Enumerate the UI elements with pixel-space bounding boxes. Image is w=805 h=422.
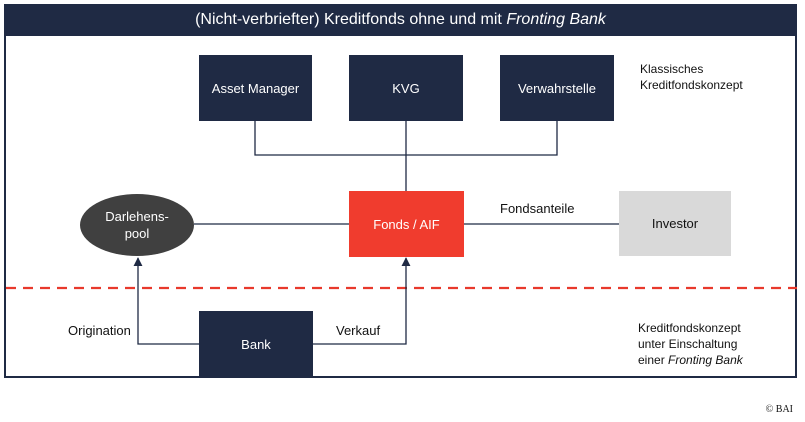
node-kvg: KVG — [349, 55, 463, 121]
node-investor-label: Investor — [651, 216, 699, 231]
node-investor: Investor — [619, 191, 731, 256]
note-classic: Klassisches Kreditfondskonzept — [640, 61, 743, 93]
note-fronting-line1: Kreditfondskonzept — [638, 321, 741, 335]
arrow-origination — [133, 257, 199, 345]
note-classic-line1: Klassisches — [640, 62, 704, 76]
edge-label-fondsanteile: Fondsanteile — [500, 201, 575, 216]
title-bar: (Nicht-verbriefter) Kreditfonds ohne und… — [4, 4, 797, 36]
note-fronting-line3: einer Fronting Bank — [638, 353, 743, 367]
note-fronting-line2: unter Einschaltung — [638, 337, 738, 351]
node-asset-manager-label: Asset Manager — [211, 80, 300, 96]
node-bank: Bank — [199, 311, 313, 377]
connector-verwahrstelle — [406, 121, 558, 156]
arrow-verkauf — [313, 257, 411, 345]
node-darlehenspool-line2: pool — [124, 226, 150, 241]
edge-label-verkauf: Verkauf — [336, 323, 381, 338]
node-darlehenspool-line1: Darlehens- — [105, 209, 169, 224]
edge-label-origination: Origination — [68, 323, 131, 338]
node-fonds-aif: Fonds / AIF — [349, 191, 464, 257]
note-classic-line2: Kreditfondskonzept — [640, 78, 743, 92]
copyright: © BAI — [765, 404, 793, 415]
connector-asset-manager — [254, 121, 406, 156]
note-fronting: Kreditfondskonzept unter Einschaltung ei… — [638, 320, 743, 368]
title-text: (Nicht-verbriefter) Kreditfonds ohne und… — [195, 11, 606, 28]
node-kvg-label: KVG — [392, 80, 420, 96]
node-verwahrstelle-label: Verwahrstelle — [517, 80, 597, 96]
node-fonds-aif-label: Fonds / AIF — [373, 216, 440, 232]
note-fronting-italic: Fronting Bank — [668, 353, 743, 367]
node-asset-manager: Asset Manager — [199, 55, 312, 121]
node-bank-label: Bank — [241, 336, 271, 352]
title-italic: Fronting Bank — [506, 11, 606, 28]
node-darlehenspool: Darlehens- pool — [80, 194, 194, 256]
node-verwahrstelle: Verwahrstelle — [500, 55, 614, 121]
